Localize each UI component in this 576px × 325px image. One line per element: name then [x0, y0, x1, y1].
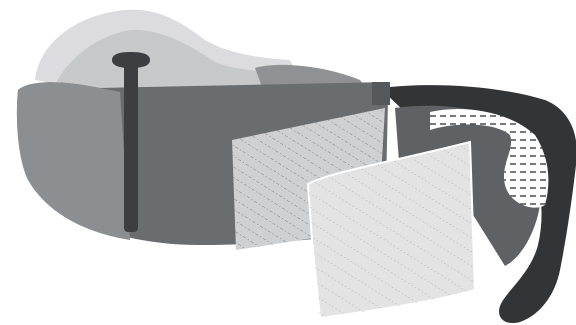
headband-front-panel — [17, 82, 130, 240]
strap-bar — [124, 64, 138, 232]
headband-clip — [372, 82, 390, 105]
strap-knob — [112, 52, 150, 68]
